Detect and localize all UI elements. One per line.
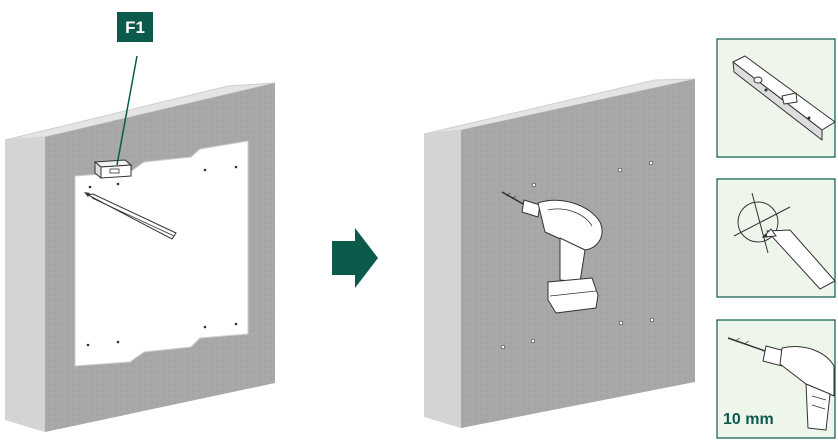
next-step-arrow-icon xyxy=(332,228,378,288)
power-drill-icon xyxy=(727,337,835,431)
callout-f1: F1 xyxy=(116,12,153,166)
mounting-template xyxy=(74,140,249,367)
spirit-level-on-wall xyxy=(93,159,133,180)
drill-holes xyxy=(500,160,655,350)
drill-bit-size-label: 10 mm xyxy=(723,411,774,428)
callout-badge xyxy=(117,12,153,42)
callout-label: F1 xyxy=(125,18,145,37)
cordless-drill xyxy=(501,191,603,314)
tool-panel-pencil-crosshair xyxy=(716,178,836,298)
pencil xyxy=(84,192,177,240)
spirit-level-icon xyxy=(732,55,836,141)
tool-panel-power-drill: 10 mm xyxy=(716,319,836,439)
left-wall-side xyxy=(5,137,45,432)
callout-leader-line xyxy=(116,55,138,166)
template-marks xyxy=(86,165,238,347)
pencil-crosshair-icon xyxy=(733,192,836,290)
right-wall-side xyxy=(424,130,461,428)
tool-panel-spirit-level xyxy=(716,38,836,158)
